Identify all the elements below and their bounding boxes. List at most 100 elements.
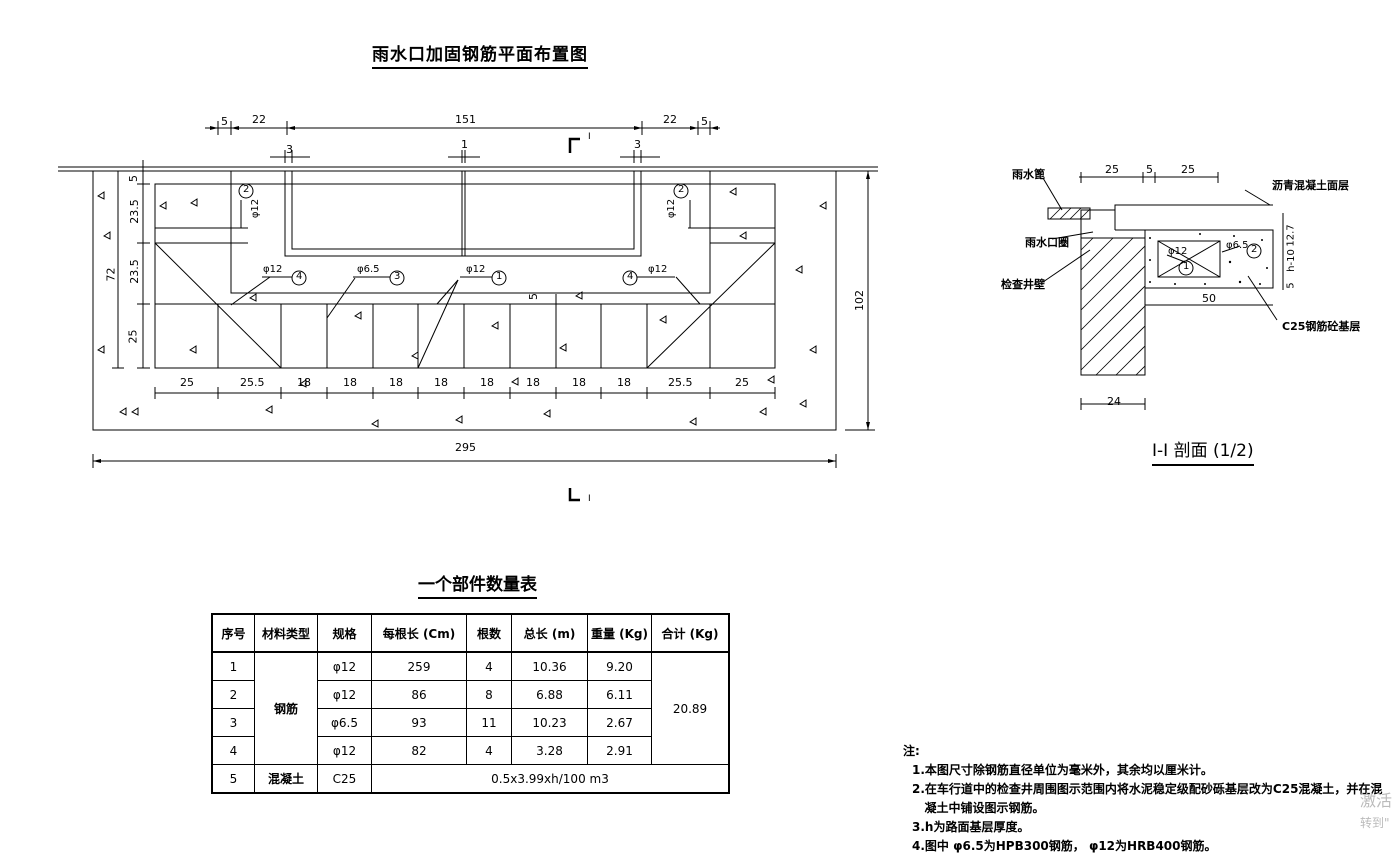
bar-mark-num: 1	[496, 271, 503, 282]
cell-no: 3	[211, 708, 255, 737]
cell-formula: 0.5x3.99xh/100 m3	[371, 764, 730, 794]
cell-count: 4	[466, 736, 512, 765]
cell-total-length: 3.28	[511, 736, 588, 765]
watermark-line: 转到"	[1360, 816, 1390, 830]
cell-weight: 2.91	[587, 736, 652, 765]
note-line: 凝土中铺设图示钢筋。	[912, 801, 1045, 815]
label-inlet-ring: 雨水口圈	[1025, 236, 1069, 249]
dim-inner-2: 3	[634, 138, 641, 151]
note-line: 1.本图尺寸除钢筋直径单位为毫米外，其余均以厘米计。	[912, 763, 1213, 777]
leader-line	[230, 276, 271, 306]
section-dim-bottom: 24	[1107, 395, 1121, 408]
diagonal-bar-left	[154, 242, 282, 369]
label-asphalt: 沥青混凝土面层	[1272, 179, 1349, 192]
dim-inner-0: 3	[286, 143, 293, 156]
cell-spec: φ6.5	[317, 708, 372, 737]
section-bar-spec-1: φ12	[1168, 246, 1188, 257]
table-header-row: 序号 材料类型 规格 每根长 (Cm) 根数 总长 (m) 重量 (Kg) 合计…	[211, 613, 730, 653]
cell-no: 1	[211, 651, 255, 681]
dim-top-2: 151	[455, 113, 476, 126]
dim-overall-height: 72	[104, 267, 118, 282]
grate-section	[1047, 207, 1091, 220]
dim-top-1: 22	[252, 113, 266, 126]
cell-total-length: 10.23	[511, 708, 588, 737]
bar-mark-spec: φ12	[250, 198, 262, 219]
bar-mark-circle	[389, 270, 405, 286]
concrete-hatch	[97, 187, 827, 428]
cell-spec: C25	[317, 764, 372, 794]
col-header: 重量 (Kg)	[587, 613, 652, 653]
quantity-table: 序号 材料类型 规格 每根长 (Cm) 根数 总长 (m) 重量 (Kg) 合计…	[211, 613, 730, 794]
note-line: 4.图中 φ6.5为HPB300钢筋， φ12为HRB400钢筋。	[912, 839, 1217, 853]
table-row: 4 φ12 82 4 3.28 2.91	[211, 736, 729, 765]
diagonal-bar-right	[646, 242, 776, 369]
section-bar-num-1: 1	[1183, 261, 1190, 272]
activation-watermark: 激活 转到"	[1360, 790, 1392, 834]
section-dim-b: 5	[1146, 163, 1153, 176]
grate-inner	[291, 170, 635, 250]
cell-length: 82	[371, 736, 467, 765]
watermark-line: 激活	[1360, 791, 1393, 810]
cell-spec: φ12	[317, 651, 372, 681]
dim-bottom-0: 25	[180, 376, 194, 389]
section-bar-spec-2: φ6.5	[1226, 240, 1249, 251]
bar-mark-circle	[622, 270, 638, 286]
dim-bottom-4: 18	[389, 376, 403, 389]
leader-line	[326, 277, 356, 319]
leader-line	[436, 279, 459, 305]
dim-mid: 5	[527, 293, 540, 300]
dim-bottom-2: 18	[297, 376, 311, 389]
bar-mark-circle	[491, 270, 507, 286]
cell-count: 4	[466, 651, 512, 681]
bar-mark-num: 2	[678, 184, 685, 195]
table-row: 5 混凝土 C25 0.5x3.99xh/100 m3	[211, 764, 730, 794]
dim-bottom-5: 18	[434, 376, 448, 389]
bar-mark-circle	[1246, 243, 1262, 259]
cell-weight: 9.20	[587, 651, 652, 681]
dim-right: 102	[853, 290, 866, 311]
section-dim-h3: 5	[1285, 282, 1297, 289]
section-marker-bottom	[568, 488, 580, 502]
bar-mark-spec: φ12	[666, 198, 678, 219]
section-bar-num-2: 2	[1251, 244, 1258, 255]
cell-count: 8	[466, 680, 512, 709]
dim-bottom-6: 18	[480, 376, 494, 389]
dim-left-2: 23.5	[127, 259, 141, 284]
bar-mark-num: 4	[627, 271, 634, 282]
note-line: 2.在车行道中的检查井周围图示范围内将水泥稳定级配砂砾基层改为C25混凝土，并在…	[912, 782, 1383, 796]
col-header: 合计 (Kg)	[651, 613, 730, 653]
bar-mark-circle	[291, 270, 307, 286]
leader-line	[417, 279, 459, 369]
section-dim-h1: 12.7	[1285, 224, 1297, 247]
cell-concrete-type: 混凝土	[254, 764, 318, 794]
notes: 注: 1.本图尺寸除钢筋直径单位为毫米外，其余均以厘米计。 2.在车行道中的检查…	[903, 742, 1382, 856]
leader-line	[675, 276, 701, 305]
section-dim-h2: h-10	[1285, 249, 1297, 272]
col-header: 序号	[211, 613, 255, 653]
dim-left-0: 5	[127, 175, 140, 182]
dim-bottom-8: 18	[572, 376, 586, 389]
notes-header: 注:	[903, 744, 920, 758]
cell-weight: 2.67	[587, 708, 652, 737]
section-marker-top	[568, 137, 580, 153]
section-drawing	[1042, 172, 1284, 410]
label-well-wall: 检查井壁	[1001, 278, 1045, 291]
col-header: 根数	[466, 613, 512, 653]
cell-length: 93	[371, 708, 467, 737]
cell-total-length: 6.88	[511, 680, 588, 709]
cell-spec: φ12	[317, 680, 372, 709]
wall-hatch	[1049, 207, 1146, 376]
section-marker-label-top: I	[588, 132, 591, 142]
dim-bottom-10: 25.5	[668, 376, 693, 389]
section-dim-a: 25	[1105, 163, 1119, 176]
dim-inner-1: 1	[461, 138, 468, 151]
dim-bottom-7: 18	[526, 376, 540, 389]
base-layer-section	[1144, 229, 1274, 289]
col-header: 总长 (m)	[511, 613, 588, 653]
section-dim-width: 50	[1202, 292, 1216, 305]
col-header: 规格	[317, 613, 372, 653]
opening-outline	[230, 171, 711, 294]
rebar-box	[1157, 240, 1221, 278]
cell-weight: 6.11	[587, 680, 652, 709]
